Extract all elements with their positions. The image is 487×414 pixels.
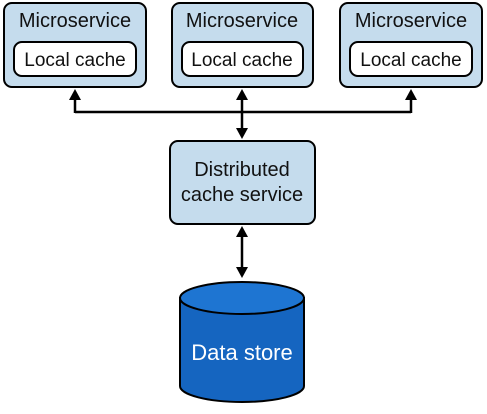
- arrow-up-cache-icon: [236, 226, 248, 237]
- microservice-3: Microservice Local cache: [339, 2, 483, 88]
- microservice-2: Microservice Local cache: [171, 2, 314, 88]
- local-cache-2-label: Local cache: [191, 50, 292, 71]
- microservice-1: Microservice Local cache: [3, 2, 147, 88]
- data-store-body: [179, 297, 305, 403]
- distributed-cache-line1: Distributed: [194, 159, 290, 181]
- connector-microservices-to-cache: [69, 89, 417, 139]
- local-cache-3-box: [349, 41, 473, 77]
- local-cache-1-box: [13, 41, 137, 77]
- microservice-3-title: Microservice: [355, 10, 467, 32]
- arrow-up-2-icon: [236, 89, 248, 100]
- arrow-down-datastore-icon: [236, 267, 248, 278]
- connector-cache-to-datastore: [236, 226, 248, 278]
- local-cache-2-box: [181, 41, 304, 77]
- distributed-cache-box: [169, 140, 316, 225]
- microservice-1-title: Microservice: [19, 10, 131, 32]
- local-cache-3-label: Local cache: [360, 50, 461, 71]
- data-store-top: [179, 281, 305, 315]
- arrow-up-3-icon: [405, 89, 417, 100]
- arrow-down-cache-icon: [236, 128, 248, 139]
- microservice-2-title: Microservice: [186, 10, 298, 32]
- data-store-label: Data store: [191, 340, 293, 365]
- arrow-up-1-icon: [69, 89, 81, 100]
- data-store: Data store: [179, 281, 305, 403]
- distributed-cache-service: Distributed cache service: [169, 140, 316, 225]
- local-cache-1-label: Local cache: [24, 50, 125, 71]
- distributed-cache-line2: cache service: [181, 184, 303, 206]
